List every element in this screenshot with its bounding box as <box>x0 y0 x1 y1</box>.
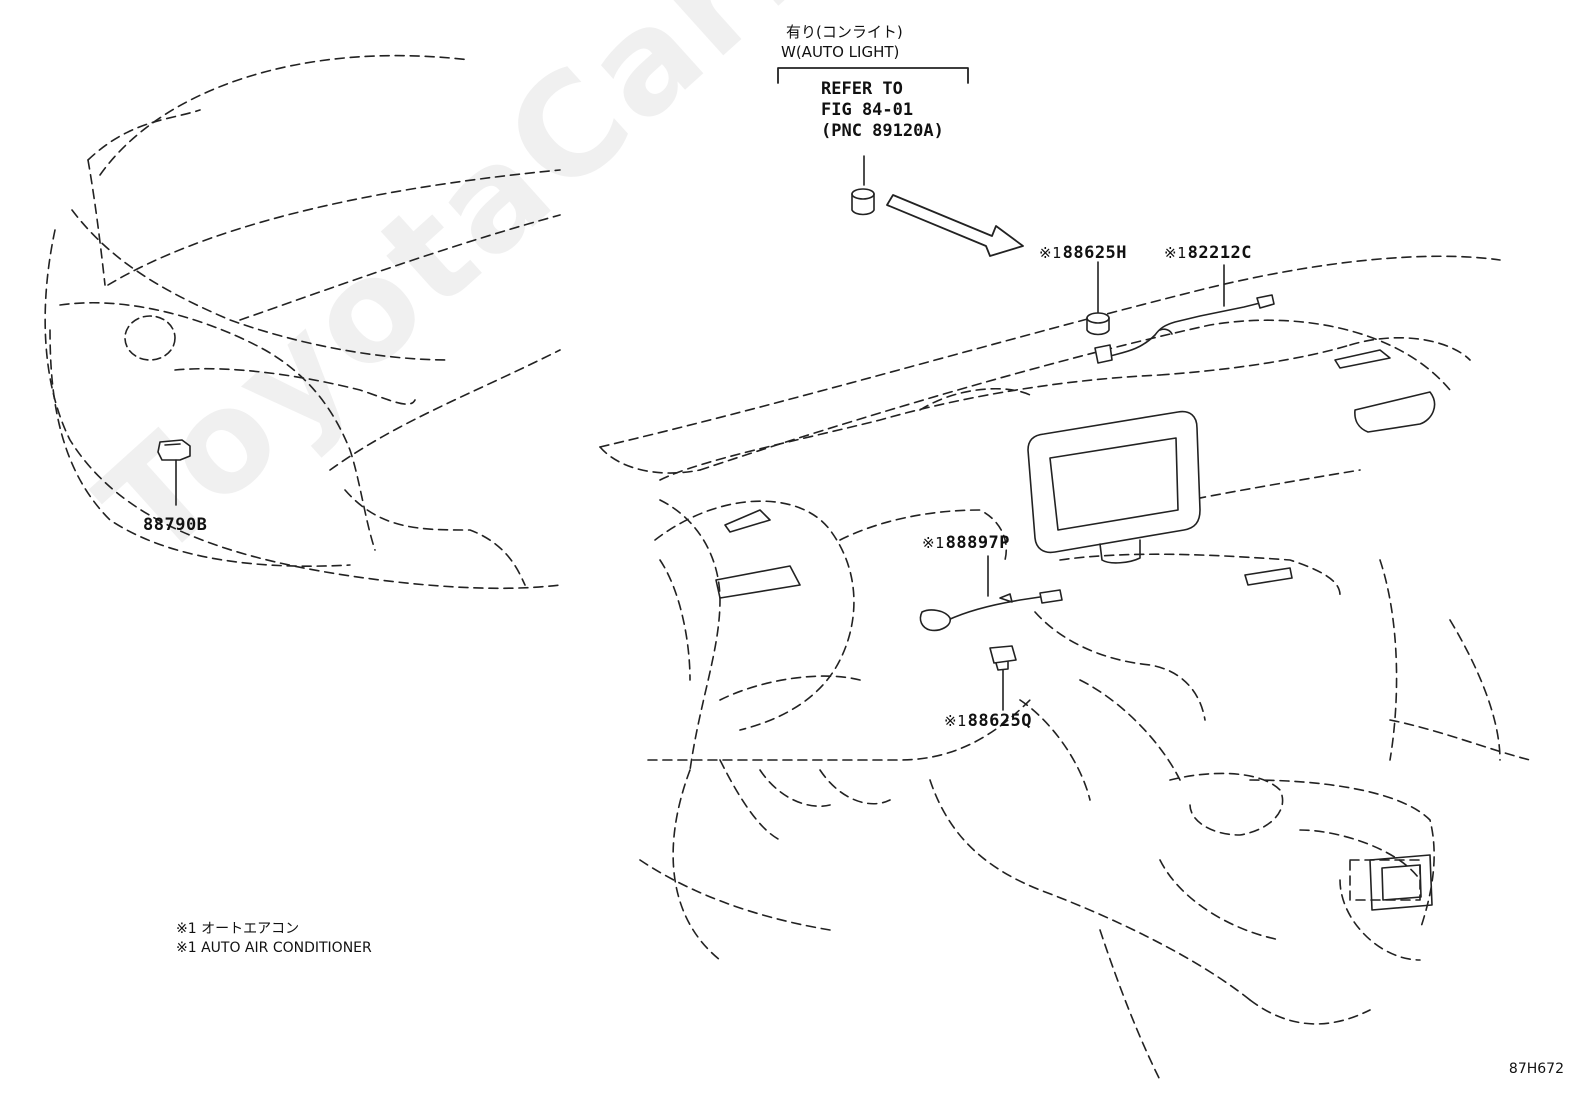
part-label-82212c[interactable]: ※182212C <box>1164 243 1252 263</box>
auto-light-sensor-icon <box>851 188 875 216</box>
option-mark: ※1 <box>944 712 967 730</box>
part-label-88897p[interactable]: ※188897P <box>922 533 1010 553</box>
part-number: 82212C <box>1187 243 1253 263</box>
vent-drawing <box>715 349 1436 599</box>
option-mark: ※1 <box>1039 244 1062 262</box>
part-82212c-icon <box>1094 264 1275 364</box>
front-emblem-drawing <box>124 315 176 361</box>
part-88790b-icon <box>157 439 191 506</box>
option-mark: ※1 <box>922 534 945 552</box>
part-label-88625q[interactable]: ※188625Q <box>944 711 1032 731</box>
part-number: 88625H <box>1062 243 1128 263</box>
reference-bracket <box>777 67 969 186</box>
reference-line-2: FIG 84-01 <box>821 100 914 120</box>
auto-light-en-label: W(AUTO LIGHT) <box>781 43 900 61</box>
part-88625q-icon <box>989 645 1017 711</box>
auto-light-jp-label: 有り(コンライト) <box>786 23 903 41</box>
reference-line-1: REFER TO <box>821 79 903 99</box>
reference-line-3: (PNC 89120A) <box>821 121 944 141</box>
part-label-88790b[interactable]: 88790B <box>143 515 208 535</box>
part-number: 88897P <box>945 533 1011 553</box>
front-bumper-drawing <box>44 54 561 590</box>
instrument-panel-drawing <box>599 255 1531 1081</box>
rear-console-vent-drawing <box>1369 854 1433 911</box>
option-mark: ※1 <box>1164 244 1187 262</box>
figure-code: 87H672 <box>1508 1061 1564 1077</box>
pointer-arrow-icon <box>886 194 1024 257</box>
part-88625h-icon <box>1086 261 1110 336</box>
part-label-88625h[interactable]: ※188625H <box>1039 243 1127 263</box>
part-88897p-icon <box>919 555 1063 632</box>
part-number: 88625Q <box>967 711 1033 731</box>
footnote-en: ※1 AUTO AIR CONDITIONER <box>176 940 372 956</box>
footnote-jp: ※1 オートエアコン <box>176 921 300 937</box>
center-display-drawing <box>1027 410 1201 564</box>
